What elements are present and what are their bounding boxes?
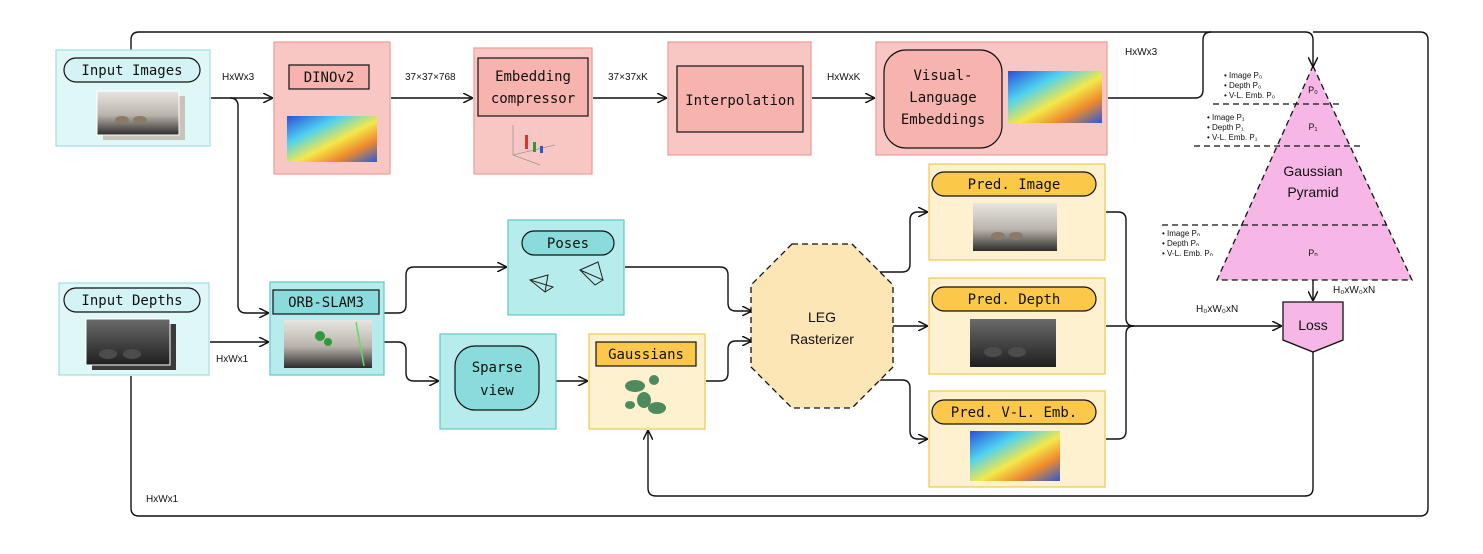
vl-feature-map <box>1008 71 1102 123</box>
pn-item: • Depth Pₙ <box>1162 239 1199 248</box>
pred-depth-thumb <box>970 319 1056 367</box>
loss-title: Loss <box>1298 317 1328 333</box>
edge-loss-to-gaussians <box>648 352 1314 497</box>
pred-depth-title: Pred. Depth <box>968 292 1061 308</box>
pn-item: • Image Pₙ <box>1162 229 1200 238</box>
edge-labels: HxWx3 HxWx3 37×37×768 37×37xK HxWxK HxWx… <box>146 47 1375 505</box>
edge-gaussians-to-rasterizer <box>706 341 751 382</box>
input-images-thumb <box>96 90 180 136</box>
p0-item: • Depth P₀ <box>1224 81 1261 90</box>
gaussians-node: Gaussians <box>588 333 706 430</box>
pred-vl-label-box <box>931 399 1097 425</box>
pyramid-pn-label: Pₙ <box>1308 248 1318 258</box>
edge-outer-loop <box>130 31 1429 517</box>
embedding-compressor-node: Embedding compressor <box>473 47 593 175</box>
compressor-3d-plot <box>512 125 556 166</box>
gaussians-label-box <box>595 341 697 367</box>
rasterizer-title-2: Rasterizer <box>790 331 854 347</box>
interpolation-node: Interpolation <box>667 41 812 156</box>
compressor-title-2: compressor <box>491 91 575 107</box>
sparse-view-title-2: view <box>480 383 514 399</box>
edge-orbslam-to-sparse <box>384 341 438 381</box>
pred-depth-label-box <box>931 286 1097 312</box>
camera-frustum-icons <box>528 261 604 293</box>
pred-image-node: Pred. Image <box>928 163 1106 261</box>
input-depths-title: Input Depths <box>81 293 182 309</box>
sparse-view-label-box <box>454 345 540 411</box>
vl-label-box <box>883 49 1003 149</box>
rasterizer-title-1: LEG <box>808 309 836 325</box>
pyramid-level-lists: • Image P₀ • Depth P₀ • V-L. Emb. P₀ • I… <box>1162 71 1275 258</box>
p1-item: • Image P₁ <box>1207 113 1245 122</box>
compressor-label-box <box>477 57 589 117</box>
vl-embeddings-node: Visual- Language Embeddings <box>875 41 1108 156</box>
dinov2-label-box <box>288 64 370 90</box>
label-comp-out: 37×37xK <box>608 72 648 83</box>
edge-raster-to-pred-vl <box>870 379 927 439</box>
poses-label-box <box>521 230 615 256</box>
input-depths-node: Input Depths <box>58 282 210 376</box>
sparse-view-title-1: Sparse <box>472 360 523 376</box>
p1-item: • V-L. Emb. P₁ <box>1207 133 1258 142</box>
pred-depth-node: Pred. Depth <box>928 277 1106 375</box>
compressor-title-1: Embedding <box>495 69 571 85</box>
vl-title-2: Language <box>909 90 976 106</box>
pyramid-title-2: Pyramid <box>1287 184 1338 200</box>
pred-image-title: Pred. Image <box>968 177 1061 193</box>
loss-node: Loss <box>1282 301 1344 353</box>
label-hxwx3-images: HxWx3 <box>222 72 255 83</box>
edge-images-to-orbslam <box>229 97 268 313</box>
label-dino-out: 37×37×768 <box>405 72 456 83</box>
pn-item: • V-L. Emb. Pₙ <box>1162 249 1213 258</box>
p0-item: • Image P₀ <box>1224 71 1262 80</box>
vl-title-3: Embeddings <box>901 112 985 128</box>
interpolation-title: Interpolation <box>685 93 795 109</box>
gaussians-title: Gaussians <box>608 347 684 363</box>
edge-images-to-pyramid <box>130 31 1313 66</box>
leg-rasterizer-node: LEG Rasterizer <box>750 243 894 409</box>
pyramid-p0-label: P₀ <box>1308 85 1318 95</box>
label-hwn-loss: H₀xW₀xN <box>1196 304 1238 315</box>
input-images-pill <box>63 57 201 83</box>
dinov2-title: DINOv2 <box>304 70 355 86</box>
pred-vl-title: Pred. V-L. Emb. <box>951 405 1077 421</box>
pyramid-title-1: Gaussian <box>1283 163 1342 179</box>
gaussian-pyramid-node: P₀ P₁ Gaussian Pyramid Pₙ • Image P₀ • D… <box>1162 64 1414 281</box>
edge-poses-to-rasterizer <box>625 266 751 311</box>
edge-raster-to-pred-image <box>870 212 927 273</box>
gaussian-splats <box>625 375 666 414</box>
orb-slam3-label-box <box>272 289 380 315</box>
sparse-view-node: Sparse view <box>439 333 557 430</box>
edge-orbslam-to-poses <box>384 267 506 314</box>
connectors <box>130 31 1429 517</box>
pyramid-p1-label: P₁ <box>1308 122 1317 132</box>
vl-title-1: Visual- <box>913 68 972 84</box>
input-images-title: Input Images <box>81 63 182 79</box>
edge-vl-to-pyramid <box>1108 31 1212 99</box>
label-hxwx3-top: HxWx3 <box>1125 47 1158 58</box>
label-hxwx1-depth: HxWx1 <box>216 354 249 365</box>
pred-vl-node: Pred. V-L. Emb. <box>928 390 1106 488</box>
poses-node: Poses <box>507 219 625 316</box>
p1-item: • Depth P₁ <box>1207 123 1244 132</box>
label-interp-out: HxWxK <box>827 72 861 83</box>
label-hwn-pyramid: H₀xW₀xN <box>1333 285 1375 296</box>
dinov2-node: DINOv2 <box>273 41 391 175</box>
interpolation-label-box <box>676 65 804 133</box>
poses-title: Poses <box>547 236 589 252</box>
edge-pred-vl-to-loss <box>1106 325 1135 440</box>
input-depths-pill <box>63 287 201 313</box>
input-images-node: Input Images <box>55 49 211 147</box>
orb-slam3-node: ORB-SLAM3 <box>269 281 385 376</box>
dinov2-feature-map <box>287 116 377 162</box>
orb-slam3-title: ORB-SLAM3 <box>288 295 364 311</box>
p0-item: • V-L. Emb. P₀ <box>1224 91 1275 100</box>
pred-image-label-box <box>931 171 1097 197</box>
pred-vl-feature-map <box>970 431 1060 481</box>
pred-image-thumb <box>973 203 1057 251</box>
label-hxwx1-bottom: HxWx1 <box>146 494 179 505</box>
